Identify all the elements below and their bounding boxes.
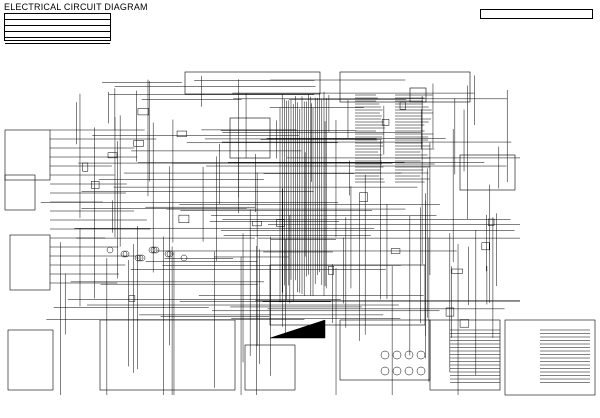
legend-row	[5, 38, 110, 44]
lamp-symbol	[120, 250, 128, 258]
solenoid-symbol	[404, 366, 414, 376]
legend-table	[4, 13, 111, 44]
lamp-symbol	[138, 254, 146, 262]
lamp-symbol	[150, 246, 158, 254]
output-block	[504, 319, 596, 396]
relay-symbol	[107, 152, 118, 159]
ground-bus-symbol	[269, 319, 326, 339]
wire-bundle	[40, 75, 590, 395]
lamp-symbol	[106, 246, 114, 254]
relay-symbol	[178, 214, 190, 223]
solenoid-symbol	[416, 366, 426, 376]
relay-symbol	[390, 248, 401, 254]
switch-block	[4, 174, 36, 211]
connector-block-right	[459, 154, 516, 191]
legend-row	[5, 20, 110, 26]
main-harness-block	[269, 264, 426, 326]
solenoid-symbol	[404, 350, 414, 360]
relay-symbol	[328, 266, 334, 275]
lamp-symbol	[122, 250, 130, 258]
relay-symbol	[459, 319, 470, 328]
solenoid-block	[339, 319, 431, 381]
relay-block	[229, 117, 271, 159]
solenoid-symbol	[392, 366, 402, 376]
solenoid-symbol	[392, 350, 402, 360]
relay-symbol	[82, 162, 89, 172]
relay-symbol	[276, 219, 285, 227]
lamp-symbol	[152, 246, 160, 254]
diagram-title: ELECTRICAL CIRCUIT DIAGRAM	[4, 2, 148, 12]
lamp-symbol	[180, 254, 188, 262]
relay-symbol	[399, 101, 406, 110]
lamp-symbol	[164, 250, 172, 258]
lamp-symbol	[136, 254, 144, 262]
sensor-block	[244, 344, 296, 391]
caution-note	[480, 9, 593, 19]
relay-symbol	[445, 307, 455, 317]
relay-symbol	[481, 242, 490, 251]
legend-row	[5, 32, 110, 38]
relay-symbol	[91, 181, 100, 189]
battery-block	[9, 234, 51, 291]
component-symbols	[82, 101, 495, 376]
legend-row	[5, 14, 110, 20]
solenoid-symbol	[380, 350, 390, 360]
fuse-box	[7, 329, 54, 391]
monitor-block	[4, 129, 51, 181]
relay-symbol	[137, 108, 150, 116]
lamp-symbol	[148, 246, 156, 254]
relay-symbol	[451, 268, 463, 274]
lamp-block	[99, 319, 236, 391]
top-connector-block	[184, 71, 321, 95]
valve-block	[429, 319, 501, 391]
legend-row	[5, 26, 110, 32]
lamp-symbol	[166, 250, 174, 258]
relay-symbol	[359, 192, 368, 202]
controller-block-top	[339, 71, 471, 103]
relay-symbol	[128, 295, 136, 302]
relay-symbol	[176, 130, 187, 137]
solenoid-symbol	[416, 350, 426, 360]
relay-symbol	[252, 221, 262, 227]
solenoid-symbol	[380, 366, 390, 376]
relay-symbol	[487, 218, 495, 226]
relay-symbol	[381, 119, 390, 126]
lamp-symbol	[134, 254, 142, 262]
relay-symbol	[133, 140, 144, 147]
